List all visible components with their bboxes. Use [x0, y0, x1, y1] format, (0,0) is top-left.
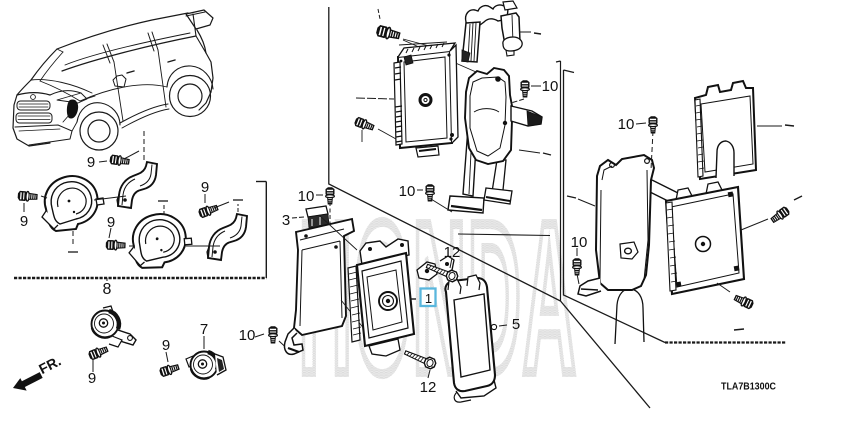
svg-text:12: 12 [444, 244, 461, 261]
svg-text:9: 9 [87, 154, 95, 171]
svg-text:9: 9 [20, 213, 28, 230]
svg-text:7: 7 [200, 321, 208, 338]
svg-text:3: 3 [282, 212, 290, 229]
svg-text:TLA7B1300C: TLA7B1300C [721, 382, 776, 393]
svg-text:12: 12 [420, 379, 437, 396]
svg-text:9: 9 [88, 370, 96, 387]
svg-text:5: 5 [512, 316, 520, 333]
svg-text:9: 9 [201, 179, 209, 196]
svg-text:10: 10 [618, 116, 635, 133]
svg-text:10: 10 [298, 188, 315, 205]
svg-text:10: 10 [571, 234, 588, 251]
svg-text:1: 1 [425, 291, 432, 306]
svg-text:8: 8 [103, 281, 112, 298]
svg-text:10: 10 [399, 183, 416, 200]
svg-text:9: 9 [162, 337, 170, 354]
svg-text:10: 10 [542, 78, 559, 95]
svg-text:9: 9 [107, 214, 115, 231]
svg-text:10: 10 [239, 327, 256, 344]
